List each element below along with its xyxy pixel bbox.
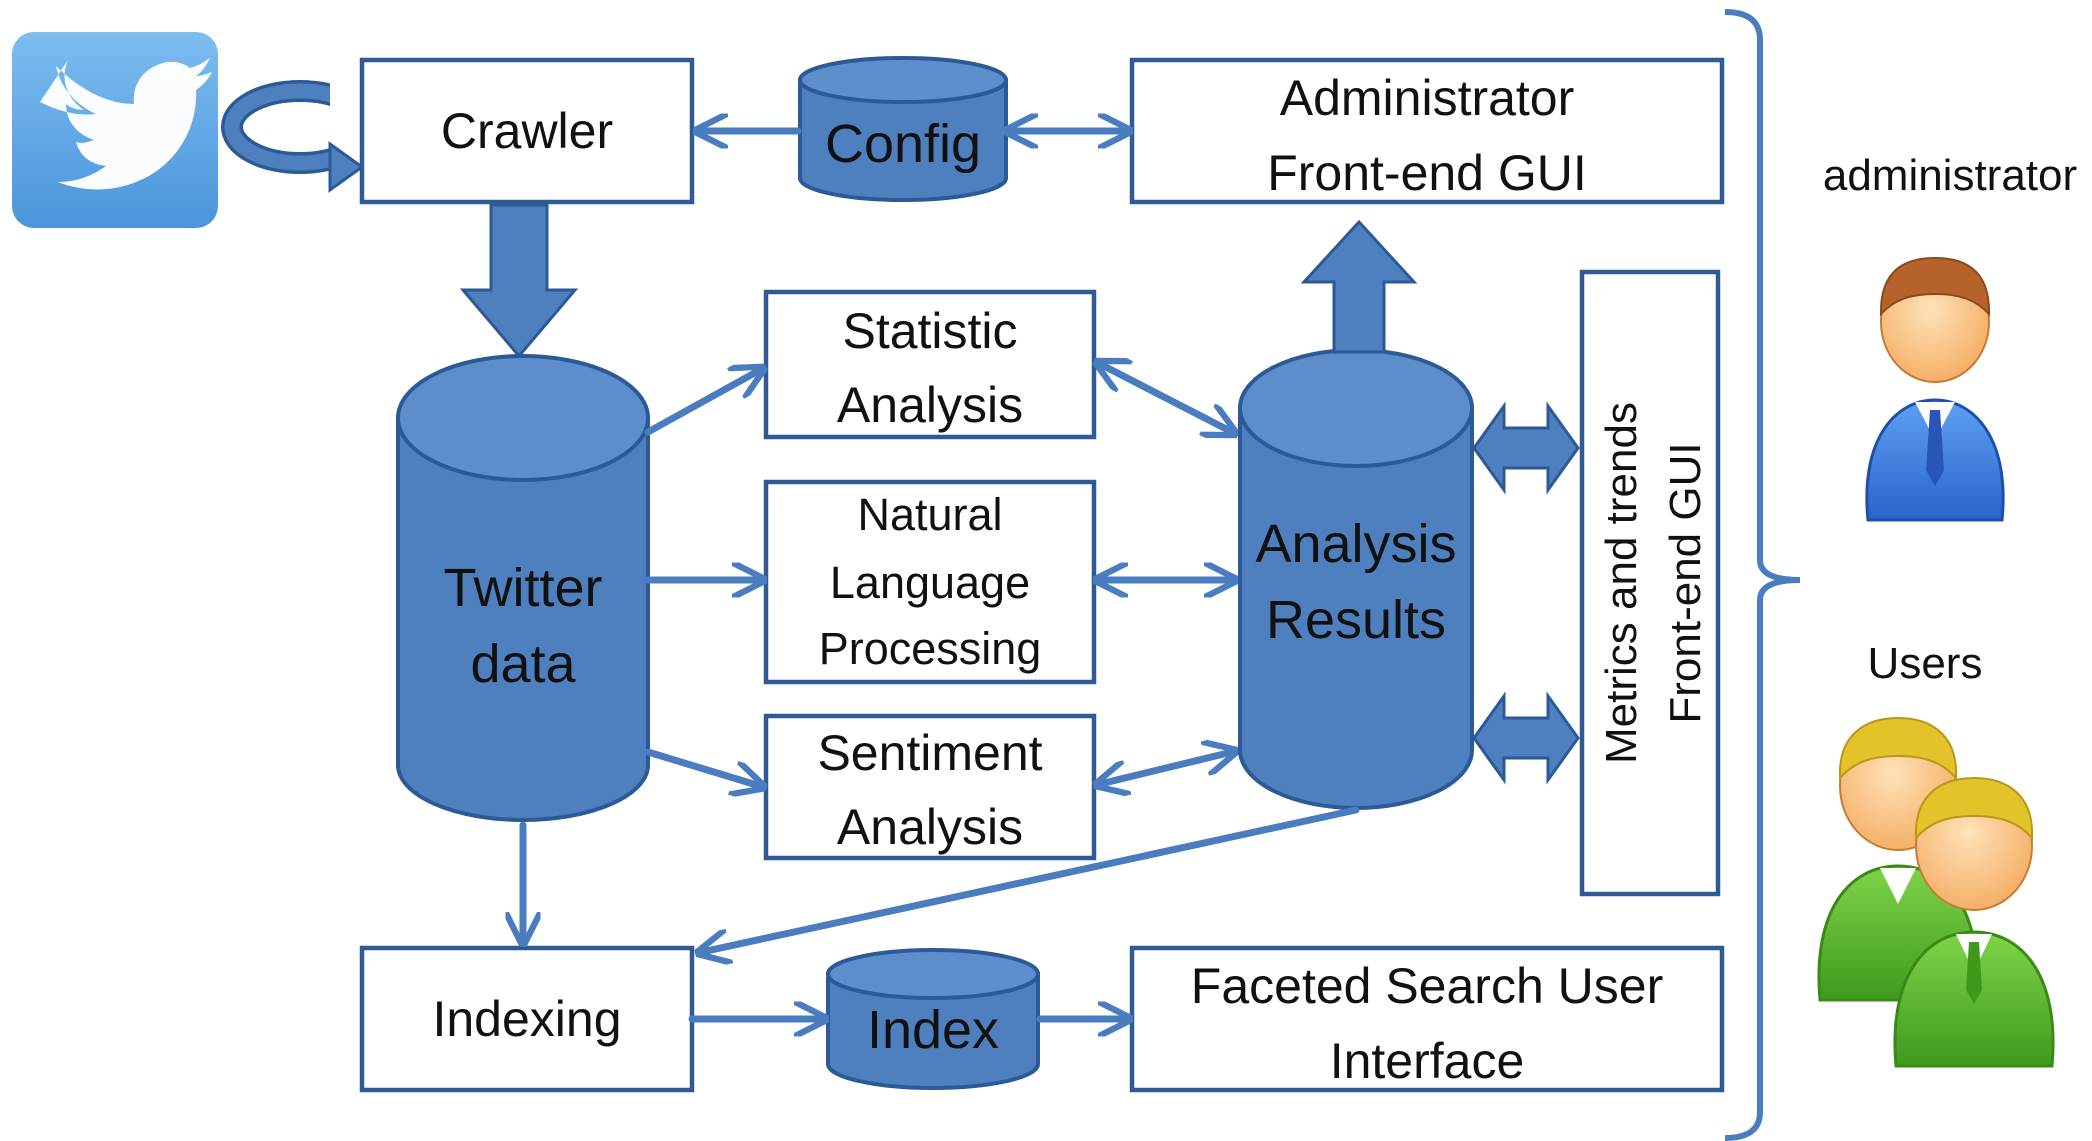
statistic-analysis-label-1: Statistic xyxy=(842,303,1017,359)
crawl-loop-arrow xyxy=(221,80,379,193)
statistic-results-arrow xyxy=(1100,364,1232,432)
sentiment-analysis-label-1: Sentiment xyxy=(817,725,1042,781)
metrics-trends-gui-box: Metrics and trends Front-end GUI xyxy=(1579,269,1721,897)
twitter-to-sentiment-arrow xyxy=(644,748,760,786)
crawler-to-twitter-data-arrow xyxy=(459,203,579,359)
administrator-gui-box: Administrator Front-end GUI xyxy=(1129,57,1725,205)
nlp-label-1: Natural xyxy=(857,489,1002,540)
twitter-data-db: Twitter data xyxy=(396,354,650,822)
faceted-search-box: Faceted Search User Interface xyxy=(1129,945,1725,1093)
sentiment-analysis-label-2: Analysis xyxy=(837,799,1023,855)
sentiment-analysis-box: Sentiment Analysis xyxy=(763,713,1097,861)
analysis-results-db: Analysis Results xyxy=(1238,348,1474,810)
crawler-label: Crawler xyxy=(441,103,613,159)
results-to-admin-gui-arrow xyxy=(1300,219,1418,354)
index-label: Index xyxy=(867,1000,999,1060)
results-to-indexing-arrow xyxy=(702,806,1360,952)
statistic-analysis-box: Statistic Analysis xyxy=(763,289,1097,440)
right-brace xyxy=(1724,9,1801,1141)
administrator-gui-label-1: Administrator xyxy=(1280,70,1575,126)
index-db: Index xyxy=(826,948,1040,1090)
sentiment-results-arrow xyxy=(1100,752,1232,784)
twitter-data-label-1: Twitter xyxy=(443,558,602,618)
twitter-bird-icon xyxy=(12,32,218,228)
metrics-gui-label-1: Metrics and trends xyxy=(1597,402,1646,764)
nlp-box: Natural Language Processing xyxy=(763,479,1097,685)
faceted-search-label-2: Interface xyxy=(1330,1033,1525,1089)
results-metrics-arrow-top xyxy=(1472,401,1580,495)
crawler-box: Crawler xyxy=(359,57,695,205)
administrator-role-label: administrator xyxy=(1823,151,2077,200)
twitter-to-statistic-arrow xyxy=(644,370,760,436)
metrics-gui-label-2: Front-end GUI xyxy=(1661,442,1710,723)
nlp-label-3: Processing xyxy=(819,623,1042,674)
users-icon xyxy=(1817,716,2055,1068)
statistic-analysis-label-2: Analysis xyxy=(837,377,1023,433)
nlp-label-2: Language xyxy=(830,557,1030,608)
administrator-gui-label-2: Front-end GUI xyxy=(1267,145,1587,201)
results-metrics-arrow-bottom xyxy=(1472,691,1580,785)
twitter-data-label-2: data xyxy=(470,634,576,694)
faceted-search-label-1: Faceted Search User xyxy=(1191,958,1663,1014)
users-role-label: Users xyxy=(1868,639,1983,688)
config-label: Config xyxy=(825,114,981,174)
analysis-results-label-1: Analysis xyxy=(1255,514,1456,574)
config-db: Config xyxy=(798,56,1008,202)
indexing-box: Indexing xyxy=(359,945,695,1093)
indexing-label: Indexing xyxy=(432,991,621,1047)
administrator-icon xyxy=(1865,256,2005,522)
analysis-results-label-2: Results xyxy=(1266,590,1446,650)
